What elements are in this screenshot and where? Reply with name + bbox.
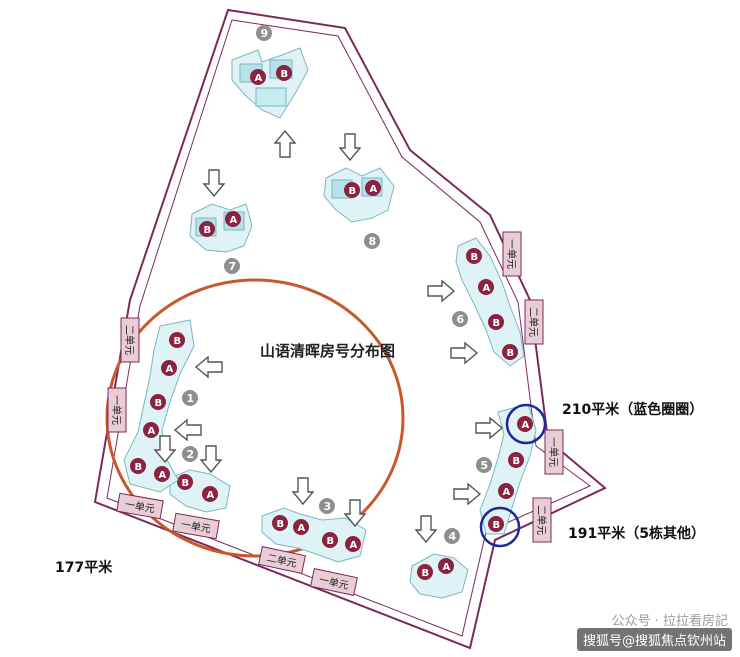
svg-text:A: A [370, 184, 378, 195]
svg-text:二单元: 二单元 [123, 325, 135, 355]
building-6: B A B B 6 [452, 237, 525, 367]
svg-text:二单元: 二单元 [527, 307, 539, 337]
svg-text:一单元: 一单元 [180, 518, 212, 535]
svg-text:A: A [166, 364, 174, 375]
svg-text:A: A [522, 420, 530, 431]
svg-text:A: A [255, 73, 263, 84]
svg-text:B: B [507, 348, 515, 359]
svg-text:A: A [230, 215, 238, 226]
svg-text:B: B [277, 519, 285, 530]
svg-text:A: A [207, 490, 215, 501]
svg-text:B: B [281, 69, 289, 80]
annotation-191: 191平米（5栋其他） [568, 525, 705, 542]
svg-text:A: A [503, 487, 511, 498]
unit-label-b6-two: 二单元 [524, 299, 544, 345]
svg-text:A: A [148, 426, 156, 437]
circle-177 [105, 278, 405, 558]
svg-text:A: A [483, 283, 491, 294]
apt-marker-a [250, 69, 266, 85]
unit-label-b2-two: 一单元 [172, 512, 220, 540]
svg-text:B: B [327, 536, 335, 547]
svg-text:B: B [182, 478, 190, 489]
svg-text:B: B [422, 568, 430, 579]
unit-label-b5-two: 二单元 [532, 497, 552, 543]
building-9: A B 9 [231, 25, 309, 119]
svg-text:一单元: 一单元 [110, 395, 122, 425]
building-4: B A 4 [409, 528, 469, 599]
building-8: B A 8 [323, 167, 395, 249]
svg-text:A: A [298, 523, 306, 534]
svg-text:3: 3 [324, 500, 332, 513]
building-1: B A B A B A 1 [123, 319, 198, 493]
svg-text:A: A [443, 562, 451, 573]
circle-210-top [505, 403, 547, 445]
svg-text:9: 9 [261, 27, 269, 40]
svg-text:B: B [493, 318, 501, 329]
svg-text:B: B [493, 520, 501, 531]
annotation-177: 177平米 [55, 559, 113, 576]
apt-marker-b [276, 65, 292, 81]
unit-label-b3-two: 二单元 [258, 546, 306, 574]
svg-text:8: 8 [369, 235, 377, 248]
circle-210-bottom [479, 506, 521, 548]
svg-text:B: B [471, 252, 479, 263]
svg-text:B: B [513, 456, 521, 467]
svg-text:一单元: 一单元 [124, 498, 156, 515]
unit-label-b6-one: 一单元 [502, 231, 522, 277]
svg-text:B: B [155, 398, 163, 409]
watermark-account: 公众号 · 拉拉看房記 [611, 614, 728, 629]
svg-text:一单元: 一单元 [547, 437, 559, 467]
site-boundary-outer [93, 8, 607, 650]
annotation-210: 210平米（蓝色圈圈） [562, 401, 703, 418]
svg-text:7: 7 [229, 260, 237, 273]
building-3: B A B A 3 [261, 498, 367, 563]
unit-label-b5-one: 一单元 [544, 429, 564, 475]
building-2: B A 2 [169, 446, 231, 513]
svg-text:B: B [135, 462, 143, 473]
svg-text:A: A [159, 470, 167, 481]
unit-label-b2-one: 一单元 [116, 492, 164, 520]
svg-text:B: B [349, 186, 357, 197]
svg-text:6: 6 [457, 313, 465, 326]
unit-label-b3-one: 一单元 [310, 568, 358, 596]
unit-label-left-one: 一单元 [107, 387, 127, 433]
watermark-source: 搜狐号@搜狐焦点钦州站 [576, 628, 732, 651]
building-7: B A 7 [189, 203, 253, 274]
svg-text:2: 2 [187, 448, 195, 461]
svg-text:A: A [350, 540, 358, 551]
svg-text:B: B [174, 336, 182, 347]
svg-text:1: 1 [187, 392, 195, 405]
plan-title: 山语清晖房号分布图 [260, 342, 395, 360]
building-5: A B A B 5 [476, 403, 547, 548]
building-number-badge [256, 25, 272, 41]
svg-text:5: 5 [481, 459, 489, 472]
svg-text:一单元: 一单元 [505, 239, 517, 269]
svg-text:二单元: 二单元 [535, 505, 547, 535]
svg-text:B: B [204, 225, 212, 236]
svg-text:4: 4 [449, 530, 457, 543]
unit-label-left-two: 二单元 [120, 317, 140, 363]
